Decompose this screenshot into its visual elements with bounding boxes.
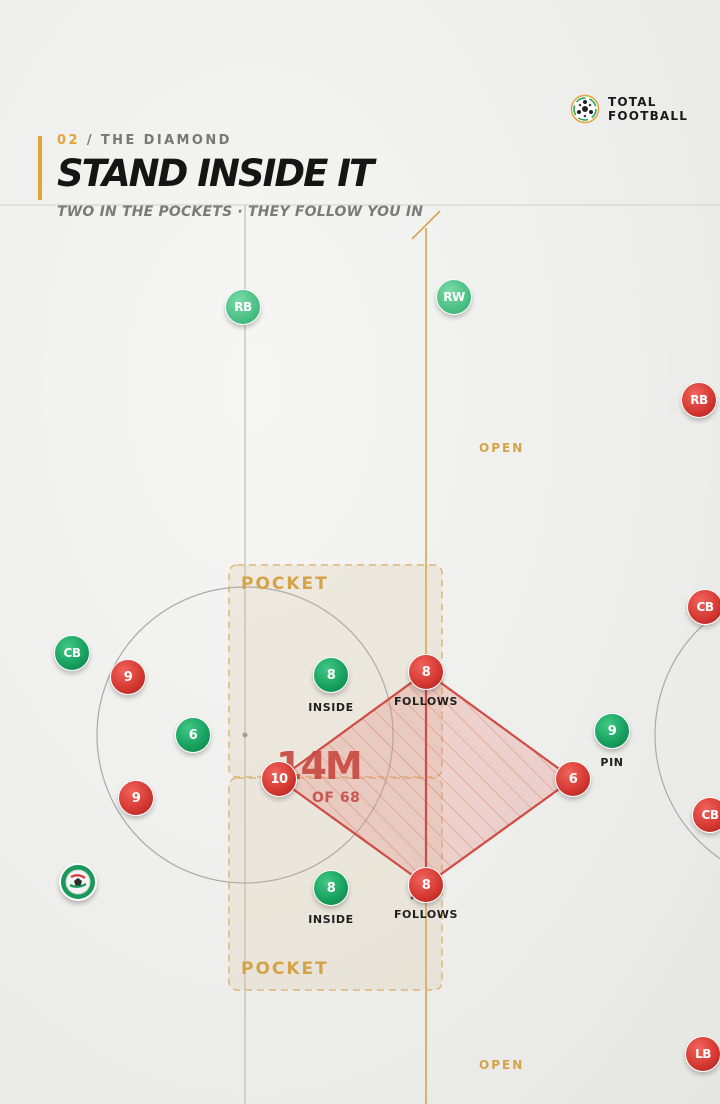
tag-inside-top: INSIDE	[308, 701, 354, 714]
player-rb-red[interactable]: RB	[681, 382, 717, 418]
player-eight-green-top[interactable]: 8	[313, 657, 349, 693]
right-circle-arc	[654, 610, 720, 860]
player-cb-red-bottom[interactable]: CB	[692, 797, 720, 833]
tag-inside-bottom: INSIDE	[308, 913, 354, 926]
ball-icon	[65, 869, 91, 895]
player-six-red[interactable]: 6	[555, 761, 591, 797]
player-eight-green-bottom[interactable]: 8	[313, 870, 349, 906]
tag-pin: PIN	[600, 756, 624, 769]
player-lb-red[interactable]: LB	[685, 1036, 720, 1072]
tag-follows-bottom: FOLLOWS	[393, 908, 459, 921]
page-title: STAND INSIDE IT	[57, 152, 374, 195]
player-six-green[interactable]: 6	[175, 717, 211, 753]
accent-bar	[38, 136, 42, 200]
player-rb-green[interactable]: RB	[225, 289, 261, 325]
player-eight-red-top[interactable]: 8	[408, 654, 444, 690]
brand: TOTAL FOOTBALL	[570, 94, 688, 124]
brand-line-1: TOTAL	[608, 95, 657, 109]
player-ten-red[interactable]: 10	[261, 761, 297, 797]
kicker: 02 / THE DIAMOND	[57, 133, 232, 148]
page-subtitle: TWO IN THE POCKETS · THEY FOLLOW YOU IN	[57, 204, 424, 220]
player-eight-red-bottom[interactable]: 8	[408, 867, 444, 903]
centre-spot	[242, 732, 248, 738]
kicker-text: / THE DIAMOND	[79, 133, 232, 148]
open-label-bottom: OPEN	[479, 1058, 525, 1072]
pocket-label-bottom: POCKET	[241, 959, 329, 979]
player-cb-green[interactable]: CB	[54, 635, 90, 671]
player-nine-red-bottom[interactable]: 9	[118, 780, 154, 816]
kicker-number: 02	[57, 133, 80, 148]
distance-stat-sub: OF 68	[312, 790, 361, 806]
brand-line-2: FOOTBALL	[608, 109, 689, 123]
player-rw-green[interactable]: RW	[436, 279, 472, 315]
ball[interactable]	[59, 863, 97, 901]
tag-follows-top: FOLLOWS	[393, 695, 459, 708]
open-label-top: OPEN	[479, 441, 525, 455]
player-nine-green[interactable]: 9	[594, 713, 630, 749]
channel-line-slant	[411, 210, 441, 240]
football-logo-icon	[570, 94, 600, 124]
player-cb-red-top[interactable]: CB	[687, 589, 720, 625]
pocket-label-top: POCKET	[241, 574, 329, 594]
player-nine-red-top[interactable]: 9	[110, 659, 146, 695]
